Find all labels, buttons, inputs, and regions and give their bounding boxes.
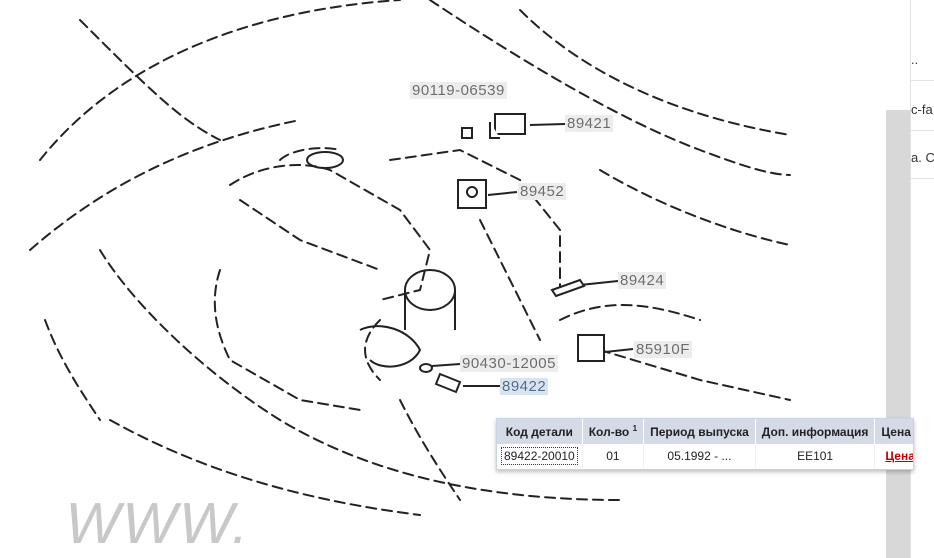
parts-popup: Код детали Кол-во 1 Период выпуска Доп. … xyxy=(496,418,914,470)
callout-90119-06539[interactable]: 90119-06539 xyxy=(410,82,507,99)
col-info: Доп. информация xyxy=(755,419,876,444)
col-qty-label: Кол-во xyxy=(588,425,630,439)
col-code: Код детали xyxy=(497,419,583,444)
cell-price[interactable]: Цена xyxy=(874,444,914,468)
table-header-row: Код детали Кол-во 1 Период выпуска Доп. … xyxy=(497,419,913,444)
cell-qty: 01 xyxy=(582,444,645,468)
part-code[interactable]: 89422-20010 xyxy=(501,447,578,465)
callout-89421[interactable]: 89421 xyxy=(565,115,614,132)
cell-code[interactable]: 89422-20010 xyxy=(497,444,583,468)
callout-89424[interactable]: 89424 xyxy=(618,272,667,289)
cell-period: 05.1992 - ... xyxy=(643,444,756,468)
col-price: Цена * xyxy=(874,419,913,444)
price-link[interactable]: Цена xyxy=(885,449,914,463)
qty-footnote: 1 xyxy=(632,424,638,433)
cell-info: EE101 xyxy=(755,444,876,468)
callout-90430-12005[interactable]: 90430-12005 xyxy=(460,355,558,372)
callout-89422[interactable]: 89422 xyxy=(500,378,549,395)
right-list-item[interactable]: c-fa xyxy=(911,90,934,131)
callout-85910f[interactable]: 85910F xyxy=(634,341,692,358)
right-list: .. c-fa a. C xyxy=(910,0,934,558)
table-row[interactable]: 89422-20010 01 05.1992 - ... EE101 Цена xyxy=(497,444,914,468)
right-list-item[interactable]: a. C xyxy=(911,138,934,179)
callout-89452[interactable]: 89452 xyxy=(518,183,567,200)
col-period: Период выпуска xyxy=(643,419,756,444)
parts-table: Код детали Кол-во 1 Период выпуска Доп. … xyxy=(497,419,914,468)
right-list-item[interactable]: .. xyxy=(911,40,934,81)
right-scrollbar[interactable] xyxy=(886,110,910,558)
watermark-text: WWW. xyxy=(59,491,259,556)
col-qty: Кол-во 1 xyxy=(582,419,645,444)
